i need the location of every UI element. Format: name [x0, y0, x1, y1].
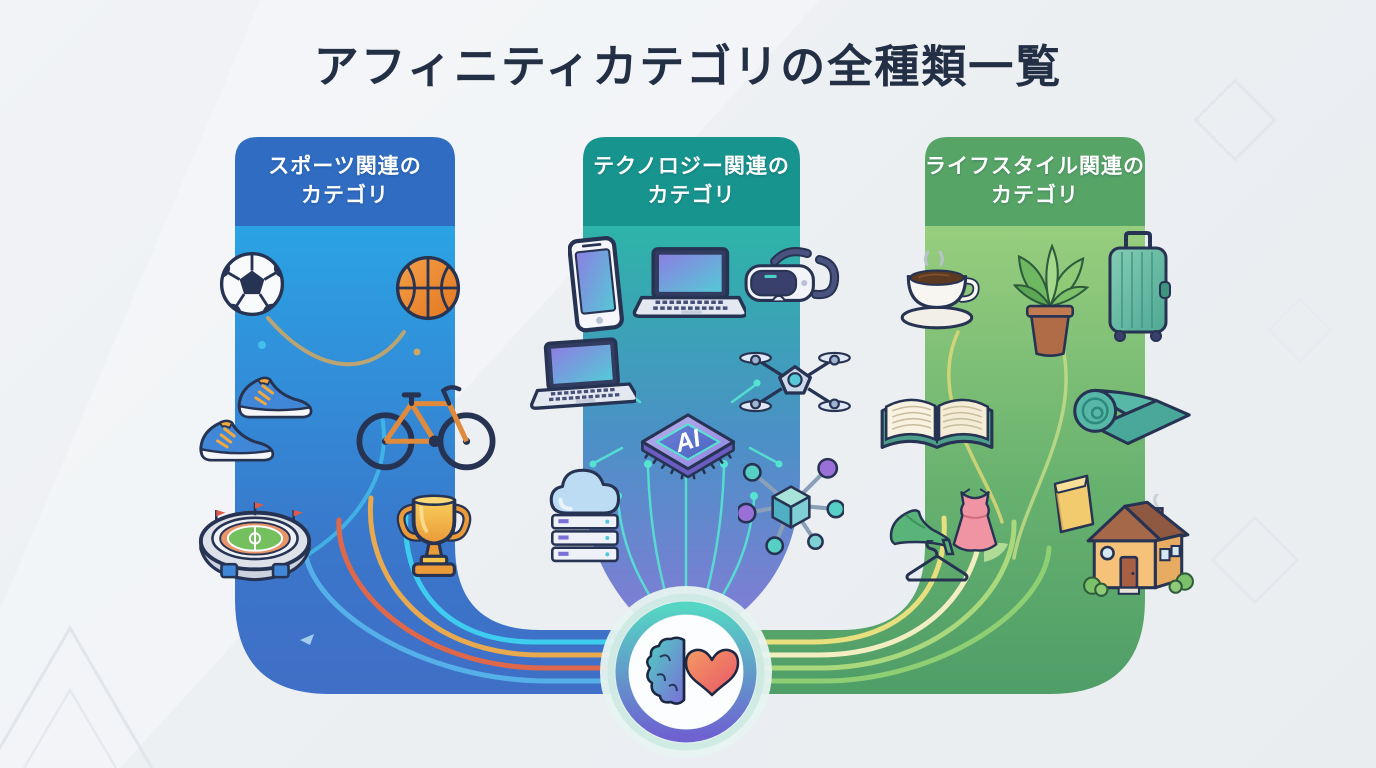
- vr-headset-icon: [742, 242, 844, 316]
- lifestyle-column-header: [925, 137, 1145, 226]
- book-icon: [874, 376, 1000, 466]
- suitcase-icon: [1098, 228, 1178, 352]
- sports-column-body: [235, 224, 645, 694]
- dress-icon: [948, 488, 1002, 566]
- sports-column-label: スポーツ関連の カテゴリ: [268, 154, 422, 207]
- smartphone-icon: [568, 236, 624, 338]
- page-title: アフィニティカテゴリの全種類一覧: [313, 41, 1063, 92]
- cloud-server-icon: [546, 458, 636, 564]
- center-hub: [600, 586, 772, 758]
- laptop-open-icon: [526, 336, 636, 430]
- sports-column: [235, 137, 653, 694]
- potted-plant-icon: [1000, 242, 1100, 364]
- sports-column-header: [235, 137, 455, 226]
- sports-ribbon-stripes: [266, 316, 653, 684]
- technology-column-label: テクノロジー関連の カテゴリ: [593, 154, 790, 207]
- stadium-icon: [190, 492, 320, 590]
- heart-icon: [684, 648, 740, 697]
- shopping-bag-icon: [1046, 466, 1100, 538]
- sneakers-icon: [196, 368, 318, 466]
- laptop-icon: [630, 244, 746, 342]
- lifestyle-column-label: ライフスタイル関連の カテゴリ: [925, 154, 1145, 207]
- coffee-cup-icon: [892, 248, 986, 334]
- soccer-ball-icon: [216, 248, 288, 320]
- molecule-icon: [738, 456, 844, 558]
- basketball-icon: [392, 252, 464, 324]
- technology-column-header: [583, 137, 800, 226]
- hanger-icon: [900, 540, 974, 588]
- trophy-icon: [392, 490, 476, 592]
- bicycle-icon: [356, 366, 496, 476]
- brain-icon: [646, 636, 686, 705]
- drone-icon: [738, 342, 852, 422]
- high-heel-icon: [886, 500, 964, 556]
- yoga-mat-icon: [1068, 370, 1200, 464]
- ai-chip-icon: AI: [630, 396, 746, 496]
- house-icon: [1080, 494, 1198, 600]
